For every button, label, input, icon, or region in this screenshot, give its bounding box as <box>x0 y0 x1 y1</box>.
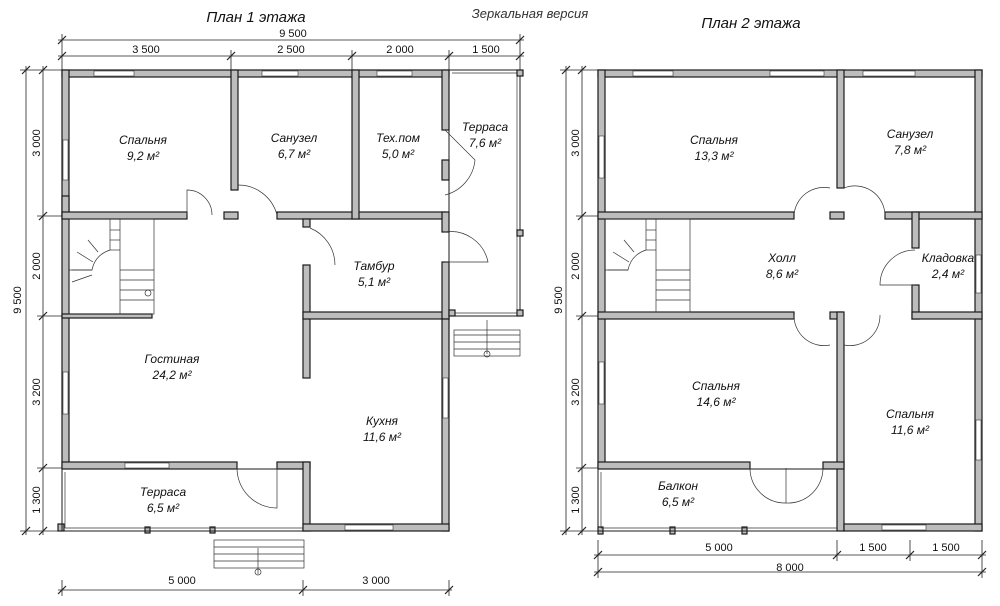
floor1-room-living-name: Гостиная <box>145 352 200 366</box>
floor1-room-bedroom-name: Спальня <box>119 133 167 147</box>
floor1-dim-left-3: 3 200 <box>31 378 43 406</box>
floor1-room-bathroom-name: Санузел <box>271 131 318 145</box>
floor2-room-bedroom3-area: 11,6 м² <box>891 423 930 437</box>
floor2-dim-left-2: 2 000 <box>570 252 582 280</box>
floor1-room-tech-area: 5,0 м² <box>382 147 415 161</box>
floor1-room-bathroom-area: 6,7 м² <box>278 147 311 161</box>
floor1-dim-left-2: 2 000 <box>31 252 43 280</box>
floor1-room-tambour-area: 5,1 м² <box>358 275 391 289</box>
floor2-room-hall-name: Холл <box>767 251 796 265</box>
floor1-dim-left-1: 3 000 <box>31 129 43 157</box>
floor2-dim-bottom-total: 8 000 <box>776 562 804 574</box>
subtitle: Зеркальная версия <box>472 6 588 21</box>
floor2-windows <box>598 70 982 531</box>
floor2-room-storage-area: 2,4 м² <box>931 267 965 281</box>
floor1-terraces <box>61 69 524 576</box>
floor1-dim-bottom-1: 5 000 <box>168 575 196 587</box>
floor2-room-bedroom1-area: 13,3 м² <box>695 149 735 163</box>
floor1-stairs <box>68 218 155 315</box>
floor1-plan: 9 500 3 500 2 500 2 000 1 500 9 500 3 00… <box>12 28 525 596</box>
floor2-plan: 9 500 3 000 2 000 3 200 1 300 5 000 1 50… <box>553 65 987 578</box>
floor1-dim-bottom-2: 3 000 <box>362 575 390 587</box>
floor1-room-kitchen-area: 11,6 м² <box>363 430 402 444</box>
floor2-room-balcony-name: Балкон <box>658 479 698 493</box>
floor1-dim-top-1: 3 500 <box>132 44 160 56</box>
floor2-room-bedroom1-name: Спальня <box>690 133 738 147</box>
floor2-dimensions-left: 9 500 3 000 2 000 3 200 1 300 <box>553 65 598 536</box>
floor2-doors <box>749 185 916 504</box>
floor1-dim-top-3: 2 000 <box>386 44 414 56</box>
floor1-room-terrace-bottom-area: 6,5 м² <box>147 501 180 515</box>
floor1-dim-top-total: 9 500 <box>279 28 307 40</box>
floor2-room-storage-name: Кладовка <box>922 251 975 265</box>
floor1-room-tech-name: Тех.пом <box>376 131 420 145</box>
floor1-room-tambour-name: Тамбур <box>353 259 394 273</box>
floor1-doors <box>186 129 489 509</box>
floor1-dimensions-left: 9 500 3 000 2 000 3 200 1 300 <box>12 65 62 536</box>
floor2-stairs <box>604 218 691 313</box>
floor2-room-bathroom-area: 7,8 м² <box>894 143 927 157</box>
floor1-room-kitchen-name: Кухня <box>366 414 399 428</box>
floor1-dimensions-top: 9 500 3 500 2 500 2 000 1 500 <box>57 28 525 70</box>
floor1-title: План 1 этажа <box>206 9 305 26</box>
floor1-dim-top-2: 2 500 <box>277 44 305 56</box>
floor1-room-living-area: 24,2 м² <box>152 368 193 382</box>
floor2-room-bedroom3-name: Спальня <box>886 407 934 421</box>
floor2-dim-bottom-2: 1 500 <box>859 542 887 554</box>
floor1-windows <box>62 70 449 531</box>
floor2-dim-left-4: 1 300 <box>570 486 582 514</box>
floor2-dim-left-1: 3 000 <box>570 129 582 157</box>
floor2-title: План 2 этажа <box>701 15 800 32</box>
floor1-room-terrace-bottom-name: Терраса <box>140 485 187 499</box>
floor1-dim-left-total: 9 500 <box>12 286 24 314</box>
floor2-dim-left-3: 3 200 <box>570 378 582 406</box>
floor1-room-terrace-right-area: 7,6 м² <box>469 136 502 150</box>
floor2-room-labels: Спальня 13,3 м² Санузел 7,8 м² Холл 8,6 … <box>658 127 975 509</box>
floor1-dimensions-bottom: 5 000 3 000 <box>57 575 454 596</box>
floor2-room-bedroom2-name: Спальня <box>692 379 740 393</box>
floor2-dimensions-bottom: 5 000 1 500 1 500 8 000 <box>593 540 987 578</box>
floor1-dim-top-4: 1 500 <box>472 44 500 56</box>
floor2-room-bedroom2-area: 14,6 м² <box>697 395 737 409</box>
floor2-room-hall-area: 8,6 м² <box>766 267 799 281</box>
floor2-dim-bottom-1: 5 000 <box>705 542 733 554</box>
floor1-room-labels: Спальня 9,2 м² Санузел 6,7 м² Тех.пом 5,… <box>119 120 508 515</box>
floor2-room-balcony-area: 6,5 м² <box>662 495 695 509</box>
floor2-room-bathroom-name: Санузел <box>887 127 934 141</box>
floor1-dim-left-4: 1 300 <box>31 486 43 514</box>
floor1-room-terrace-right-name: Терраса <box>462 120 509 134</box>
floor2-balcony <box>597 468 838 532</box>
floor2-dim-bottom-3: 1 500 <box>932 542 960 554</box>
floor1-room-bedroom-area: 9,2 м² <box>127 149 160 163</box>
floor2-dim-left-total: 9 500 <box>553 286 565 314</box>
